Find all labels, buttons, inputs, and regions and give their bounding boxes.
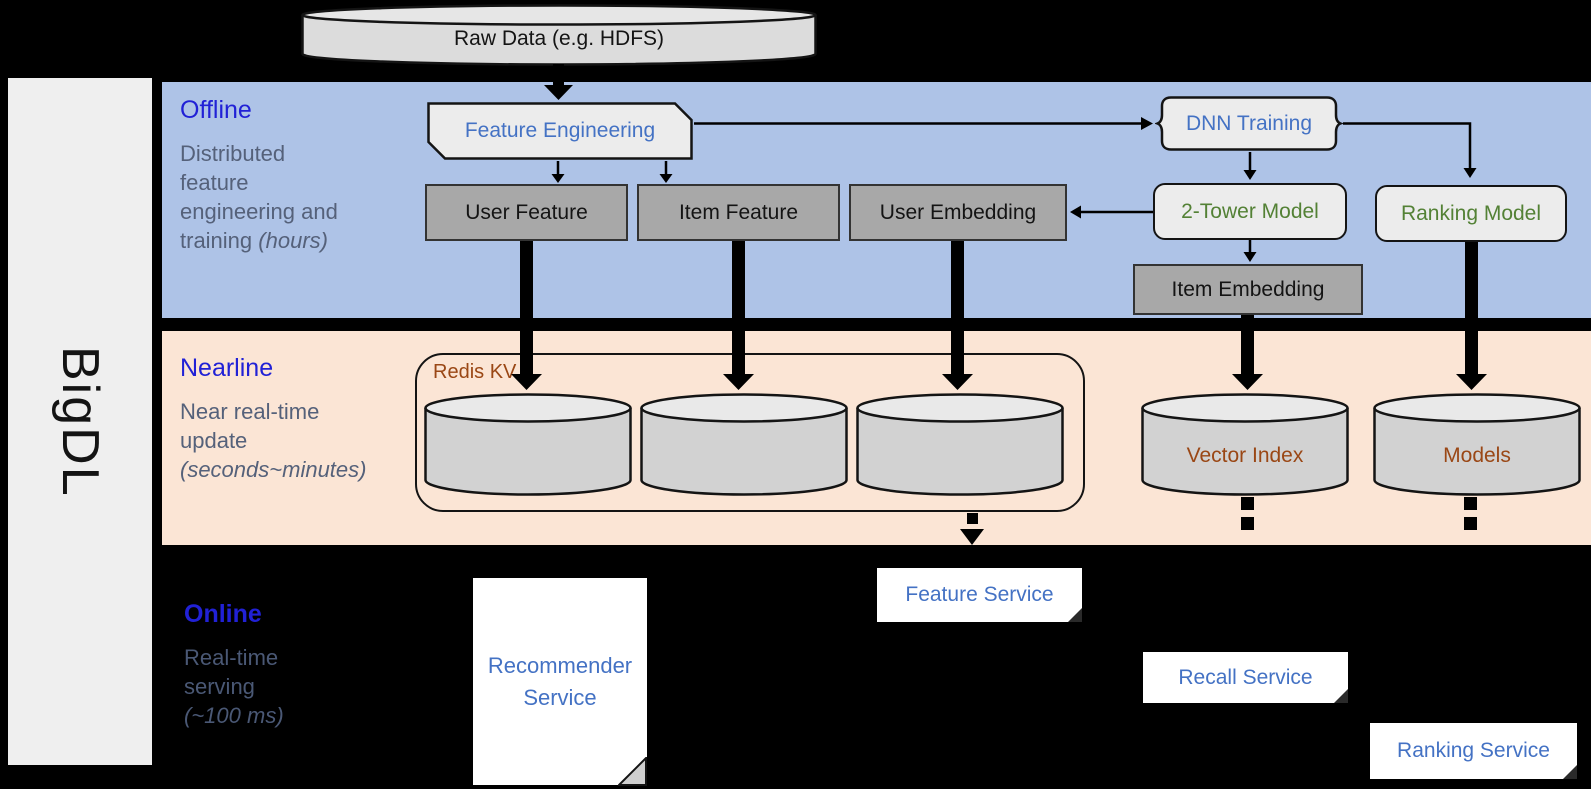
redis-store-cylinder-2 — [639, 391, 849, 497]
vector-index-store: Vector Index — [1140, 391, 1350, 497]
cylinder-shape-icon — [856, 393, 1064, 496]
user-feature-node: User Feature — [425, 184, 628, 241]
ranking-service-node: Ranking Service — [1370, 723, 1577, 779]
raw-data-store: Raw Data (e.g. HDFS) — [300, 3, 818, 67]
vector-index-label: Vector Index — [1186, 444, 1304, 467]
page-fold-icon — [1334, 689, 1348, 703]
redis-kv-label: Redis KV — [433, 361, 517, 383]
page-fold-icon — [618, 757, 647, 786]
page-fold-icon — [1068, 608, 1082, 622]
feature-engineering-label: Feature Engineering — [464, 119, 656, 142]
item-embedding-label: Item Embedding — [1171, 277, 1325, 301]
recall-service-node: Recall Service — [1143, 652, 1348, 703]
user-feature-label: User Feature — [465, 200, 588, 224]
online-title: Online — [184, 600, 262, 628]
bigdl-logo-text: BigDL — [51, 345, 109, 498]
offline-label-block: Offline Distributed feature engineering … — [180, 96, 408, 255]
bigdl-sidebar: BigDL — [8, 78, 152, 765]
feature-service-node: Feature Service — [877, 568, 1082, 622]
raw-data-label: Raw Data (e.g. HDFS) — [453, 27, 665, 50]
cylinder-shape-icon — [1141, 393, 1349, 496]
double-brace-shape-icon — [1154, 96, 1344, 151]
ranking-service-label: Ranking Service — [1397, 739, 1550, 762]
redis-store-cylinder-1 — [423, 391, 633, 497]
offline-subtitle: Distributed feature engineering and trai… — [180, 141, 338, 254]
item-feature-node: Item Feature — [637, 184, 840, 241]
nearline-subtitle: Near real-time update(seconds~minutes) — [180, 399, 367, 483]
cylinder-shape-icon — [640, 393, 848, 496]
two-tower-model-label: 2-Tower Model — [1181, 199, 1319, 223]
two-tower-model-node: 2-Tower Model — [1153, 183, 1347, 240]
nearline-label-block: Nearline Near real-time update(seconds~m… — [180, 354, 408, 484]
item-feature-label: Item Feature — [678, 200, 799, 224]
ranking-model-label: Ranking Model — [1400, 201, 1542, 225]
cylinder-shape-icon — [424, 393, 632, 496]
dnn-training-label: DNN Training — [1185, 111, 1313, 135]
cylinder-shape-icon — [1373, 393, 1581, 496]
ranking-model-node: Ranking Model — [1375, 185, 1567, 242]
feature-service-label: Feature Service — [905, 583, 1054, 606]
online-label-block: Online Real-time serving(~100 ms) — [184, 600, 412, 730]
models-label: Models — [1443, 444, 1511, 467]
offline-title: Offline — [180, 96, 252, 124]
nearline-title: Nearline — [180, 354, 274, 382]
recommender-service-label: Recommender Service — [487, 652, 633, 710]
user-embedding-node: User Embedding — [849, 184, 1067, 241]
online-subtitle: Real-time serving(~100 ms) — [184, 645, 284, 729]
page-fold-icon — [1563, 765, 1577, 779]
recommender-service-doc: Recommender Service — [473, 578, 647, 785]
snip-corner-shape-icon — [427, 102, 693, 160]
recall-service-label: Recall Service — [1178, 665, 1313, 689]
redis-store-cylinder-3 — [855, 391, 1065, 497]
dnn-training-node: DNN Training — [1154, 95, 1344, 152]
models-store: Models — [1372, 391, 1582, 497]
cylinder-shape-icon — [301, 4, 817, 66]
redis-kv-container — [415, 353, 1085, 512]
user-embedding-label: User Embedding — [879, 200, 1037, 224]
item-embedding-node: Item Embedding — [1133, 264, 1363, 315]
feature-engineering-node: Feature Engineering — [426, 101, 694, 161]
